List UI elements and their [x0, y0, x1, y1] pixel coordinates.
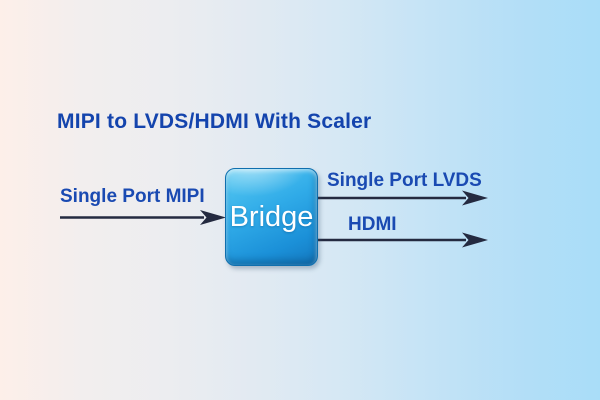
- lvds-arrow: [318, 190, 488, 206]
- mipi-arrow: [60, 210, 226, 225]
- input-mipi-label: Single Port MIPI: [60, 186, 205, 207]
- bridge-label: Bridge: [229, 200, 314, 233]
- diagram-title: MIPI to LVDS/HDMI With Scaler: [57, 110, 372, 133]
- hdmi-arrow: [318, 232, 488, 248]
- bridge-node: Bridge: [225, 168, 318, 266]
- output-hdmi-label: HDMI: [348, 214, 397, 235]
- output-lvds-label: Single Port LVDS: [327, 170, 482, 191]
